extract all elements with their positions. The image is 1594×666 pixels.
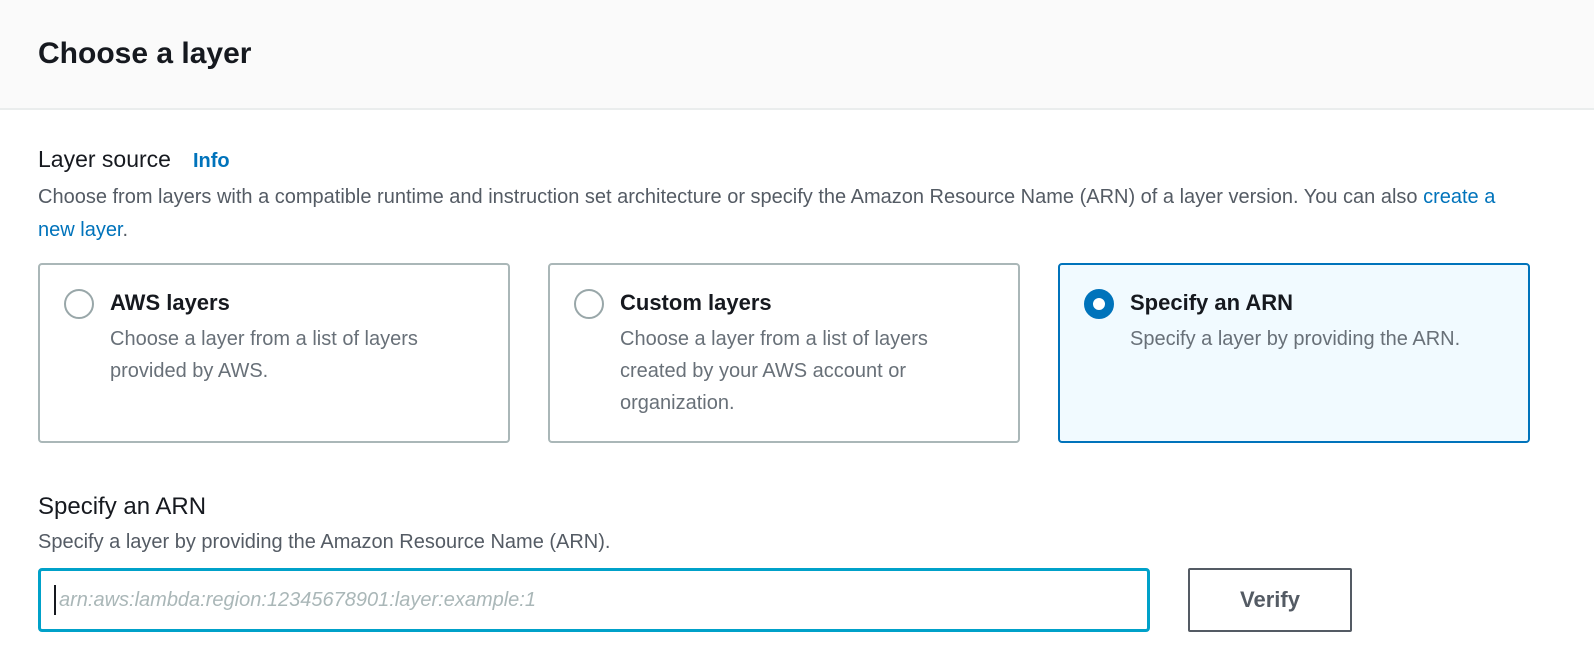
specify-arn-heading: Specify an ARN	[38, 493, 207, 520]
create-new-layer-link[interactable]: create a new layer	[38, 186, 1496, 241]
card-title: AWS layers	[110, 290, 230, 315]
card-title: Specify an ARN	[1130, 290, 1294, 315]
arn-input-wrap	[38, 568, 1150, 632]
layer-source-label-row: Layer source Info	[38, 146, 1530, 173]
card-aws-layers[interactable]: AWS layers Choose a layer from a list of…	[38, 263, 510, 443]
layer-source-label: Layer source	[38, 146, 171, 172]
panel-header: Choose a layer	[0, 0, 1594, 110]
description-text-after-link: .	[122, 219, 129, 241]
card-custom-layers-text: Custom layers Choose a layer from a list…	[620, 287, 994, 419]
layer-source-options: AWS layers Choose a layer from a list of…	[38, 263, 1530, 443]
description-text-before-link: Choose from layers with a compatible run…	[38, 186, 1424, 208]
panel-content: Layer source Info Choose from layers wit…	[0, 110, 1594, 632]
card-description: Specify a layer by providing the ARN.	[1130, 328, 1461, 350]
radio-custom-layers[interactable]	[574, 289, 604, 319]
card-custom-layers[interactable]: Custom layers Choose a layer from a list…	[548, 263, 1020, 443]
text-cursor-caret	[54, 585, 56, 615]
arn-input[interactable]	[38, 568, 1150, 632]
page-title: Choose a layer	[38, 37, 252, 70]
layer-source-description: Choose from layers with a compatible run…	[38, 181, 1508, 247]
verify-button[interactable]: Verify	[1188, 568, 1352, 632]
radio-aws-layers[interactable]	[64, 289, 94, 319]
arn-input-row: Verify	[38, 568, 1530, 632]
card-specify-arn-text: Specify an ARN Specify a layer by provid…	[1130, 287, 1460, 419]
info-link[interactable]: Info	[192, 150, 230, 172]
card-description: Choose a layer from a list of layers cre…	[620, 328, 928, 414]
card-aws-layers-text: AWS layers Choose a layer from a list of…	[110, 287, 484, 419]
specify-arn-description: Specify a layer by providing the Amazon …	[38, 531, 611, 553]
radio-specify-arn[interactable]	[1084, 289, 1114, 319]
card-title: Custom layers	[620, 290, 772, 315]
card-description: Choose a layer from a list of layers pro…	[110, 328, 418, 382]
card-specify-arn[interactable]: Specify an ARN Specify a layer by provid…	[1058, 263, 1530, 443]
